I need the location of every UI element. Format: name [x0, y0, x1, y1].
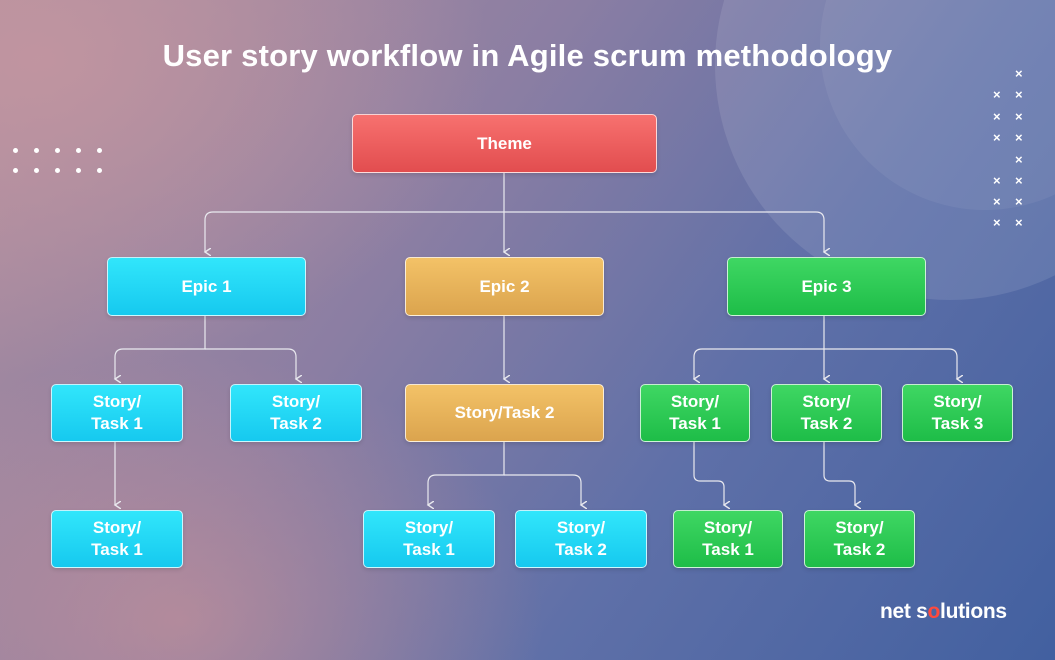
connector-epic3-story3: [824, 348, 957, 379]
connector-epic3-story1: [694, 348, 824, 379]
net-solutions-logo: net solutions: [880, 600, 1007, 623]
node-epic3-subtask-1: Story/ Task 1: [673, 510, 783, 568]
decorative-cross: ×: [993, 109, 1001, 124]
connector-e3story1-child: [693, 442, 724, 505]
connector-epic1-story2: [205, 348, 296, 379]
decorative-cross: ×: [993, 130, 1001, 145]
decorative-dot: [13, 148, 18, 153]
node-epic1-subtask-1: Story/ Task 1: [51, 510, 183, 568]
node-epic3-story-task-1: Story/ Task 1: [640, 384, 750, 442]
diagram-title: User story workflow in Agile scrum metho…: [162, 38, 893, 73]
node-epic2-subtask-2: Story/ Task 2: [515, 510, 647, 568]
decorative-dot: [34, 148, 39, 153]
connector-e3story2-child: [823, 442, 855, 505]
connector-epic1-story1: [115, 316, 206, 379]
connector-theme-epic1: [205, 211, 504, 252]
decorative-cross: ×: [993, 87, 1001, 102]
decorative-cross: ×: [1015, 215, 1023, 230]
decorative-dot: [76, 148, 81, 153]
decorative-cross: ×: [993, 194, 1001, 209]
node-epic-3: Epic 3: [727, 257, 926, 316]
decorative-cross: ×: [1015, 130, 1023, 145]
node-epic-1: Epic 1: [107, 257, 306, 316]
node-theme: Theme: [352, 114, 657, 173]
decorative-dot: [76, 168, 81, 173]
decorative-dot: [34, 168, 39, 173]
node-epic3-story-task-2: Story/ Task 2: [771, 384, 882, 442]
connector-e2story2-child2: [504, 474, 581, 505]
decorative-dot: [97, 148, 102, 153]
node-epic2-story-task-2: Story/Task 2: [405, 384, 604, 442]
decorative-dot: [55, 168, 60, 173]
decorative-cross: ×: [1015, 194, 1023, 209]
decorative-cross: ×: [1015, 109, 1023, 124]
decorative-cross: ×: [1015, 173, 1023, 188]
decorative-cross: ×: [993, 173, 1001, 188]
decorative-cross: ×: [993, 215, 1001, 230]
node-epic-2: Epic 2: [405, 257, 604, 316]
node-epic1-story-task-1: Story/ Task 1: [51, 384, 183, 442]
node-epic1-story-task-2: Story/ Task 2: [230, 384, 362, 442]
connector-theme-epic3: [504, 211, 824, 252]
decorative-cross: ×: [1015, 66, 1023, 81]
decorative-dot: [55, 148, 60, 153]
node-epic3-story-task-3: Story/ Task 3: [902, 384, 1013, 442]
node-epic3-subtask-2: Story/ Task 2: [804, 510, 915, 568]
decorative-dot: [13, 168, 18, 173]
connector-e2story2-child1: [428, 442, 505, 505]
decorative-dot: [97, 168, 102, 173]
decorative-cross: ×: [1015, 152, 1023, 167]
decorative-cross: ×: [1015, 87, 1023, 102]
node-epic2-subtask-1: Story/ Task 1: [363, 510, 495, 568]
